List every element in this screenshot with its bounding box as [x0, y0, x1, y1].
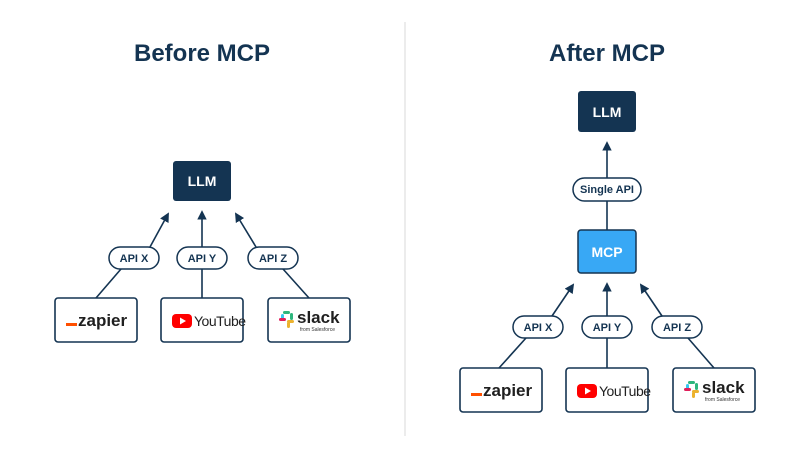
after-line-zapier — [498, 337, 527, 369]
after-zapier-box: zapier — [459, 367, 543, 413]
after-line-x-mcp — [551, 283, 575, 317]
after-slack-box: slack from Salesforce — [672, 367, 756, 413]
after-llm-node: LLM — [578, 91, 636, 132]
zapier-icon — [471, 393, 482, 396]
after-api-z-pill: API Z — [651, 315, 703, 339]
before-zapier-box: zapier — [54, 297, 138, 343]
before-slack-label: slack — [297, 308, 340, 327]
before-api-y-pill: API Y — [176, 246, 228, 270]
youtube-icon — [172, 314, 192, 328]
before-llm-node: LLM — [173, 161, 231, 201]
after-api-z-label: API Z — [663, 322, 691, 334]
after-panel: After MCP LLM Single API MCP API X — [459, 40, 756, 413]
after-line-slack — [687, 337, 715, 369]
before-llm-label: LLM — [188, 173, 217, 189]
before-api-x-pill: API X — [108, 246, 160, 270]
slack-icon — [684, 381, 699, 398]
after-title: After MCP — [549, 40, 665, 67]
after-line-z-mcp — [639, 283, 663, 317]
after-api-y-label: API Y — [593, 322, 622, 334]
after-youtube-box: YouTube — [565, 367, 652, 413]
before-slack-subtext: from Salesforce — [300, 327, 335, 333]
zapier-icon — [66, 323, 77, 326]
before-youtube-box: YouTube — [160, 297, 247, 343]
before-line-z-llm — [235, 212, 257, 248]
after-mcp-node: MCP — [577, 229, 637, 274]
after-slack-subtext: from Salesforce — [705, 397, 740, 403]
before-api-z-pill: API Z — [247, 246, 299, 270]
before-title: Before MCP — [134, 40, 270, 67]
before-api-y-label: API Y — [188, 253, 217, 265]
before-zapier-label: zapier — [78, 311, 128, 330]
after-slack-label: slack — [702, 378, 745, 397]
after-zapier-label: zapier — [483, 381, 533, 400]
after-api-x-label: API X — [524, 322, 553, 334]
slack-icon — [279, 311, 294, 328]
before-line-slack — [282, 268, 310, 299]
after-api-x-pill: API X — [512, 315, 564, 339]
after-youtube-label: YouTube — [599, 383, 651, 399]
after-single-api-label: Single API — [580, 184, 634, 196]
after-llm-label: LLM — [593, 104, 622, 120]
before-youtube-label: YouTube — [194, 313, 246, 329]
after-api-y-pill: API Y — [581, 315, 633, 339]
before-line-x-llm — [149, 212, 169, 248]
after-mcp-label: MCP — [591, 244, 622, 260]
before-api-x-label: API X — [120, 253, 149, 265]
youtube-icon — [577, 384, 597, 398]
before-panel: Before MCP LLM API X API Y API Z — [54, 40, 351, 343]
before-line-zapier — [95, 268, 122, 299]
after-single-api-pill: Single API — [572, 177, 642, 202]
before-slack-box: slack from Salesforce — [267, 297, 351, 343]
before-api-z-label: API Z — [259, 253, 287, 265]
